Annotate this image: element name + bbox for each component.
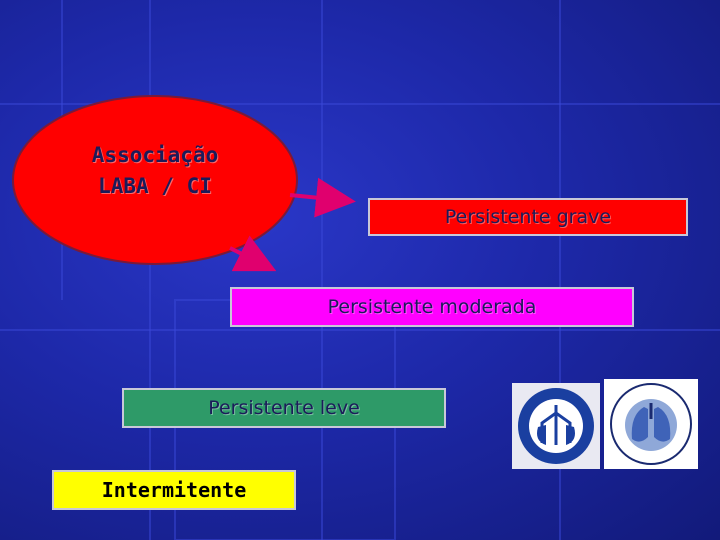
level-label-intermitente: Intermitente (101, 478, 247, 502)
level-persistente-moderada: Persistente moderada (230, 287, 634, 327)
arrow-to-moderada (229, 235, 277, 272)
ellipse-label-line2: LABA / CI (98, 174, 212, 198)
gina-logo-icon (604, 379, 698, 469)
level-label-moderada: Persistente moderada (327, 296, 537, 318)
sbpt-logo-icon (512, 383, 600, 469)
level-label-leve: Persistente leve (208, 397, 360, 419)
ellipse-label: Associação LABA / CI (30, 140, 280, 202)
level-persistente-grave: Persistente grave (368, 198, 688, 236)
level-label-grave: Persistente grave (444, 206, 612, 228)
level-persistente-leve: Persistente leve (122, 388, 446, 428)
level-intermitente: Intermitente (52, 470, 296, 510)
ellipse-label-line1: Associação (91, 143, 219, 167)
arrow-to-grave (289, 177, 356, 218)
laba-ci-ellipse (12, 95, 298, 265)
